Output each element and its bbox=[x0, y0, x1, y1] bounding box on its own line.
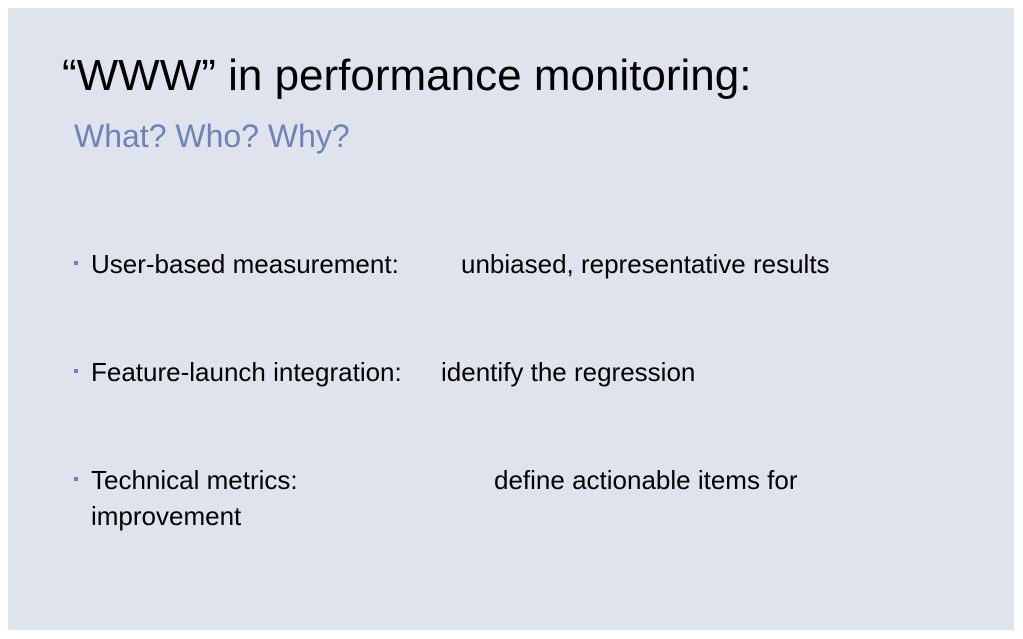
slide-title: “WWW” in performance monitoring: bbox=[62, 51, 752, 100]
bullet-item: Technical metrics: define actionable ite… bbox=[74, 462, 954, 538]
bullet-term: Feature-launch integration: bbox=[91, 357, 402, 387]
bullet-item: Feature-launch integration: identify the… bbox=[74, 354, 954, 394]
bullet-description-continued: improvement bbox=[91, 501, 242, 531]
bullet-term: Technical metrics: bbox=[91, 465, 298, 495]
bullet-item: User-based measurement: unbiased, repres… bbox=[74, 246, 954, 286]
bullet-description: unbiased, representative results bbox=[461, 249, 830, 279]
slide: “WWW” in performance monitoring: What? W… bbox=[8, 8, 1014, 630]
bullet-list: User-based measurement: unbiased, repres… bbox=[8, 8, 1014, 630]
bullet-marker-icon bbox=[74, 261, 78, 265]
bullet-marker-icon bbox=[74, 369, 78, 373]
slide-subtitle: What? Who? Why? bbox=[74, 118, 350, 154]
bullet-term: User-based measurement: bbox=[91, 249, 399, 279]
bullet-marker-icon bbox=[74, 477, 78, 481]
bullet-description: identify the regression bbox=[441, 357, 696, 387]
bullet-description: define actionable items for bbox=[494, 465, 798, 495]
